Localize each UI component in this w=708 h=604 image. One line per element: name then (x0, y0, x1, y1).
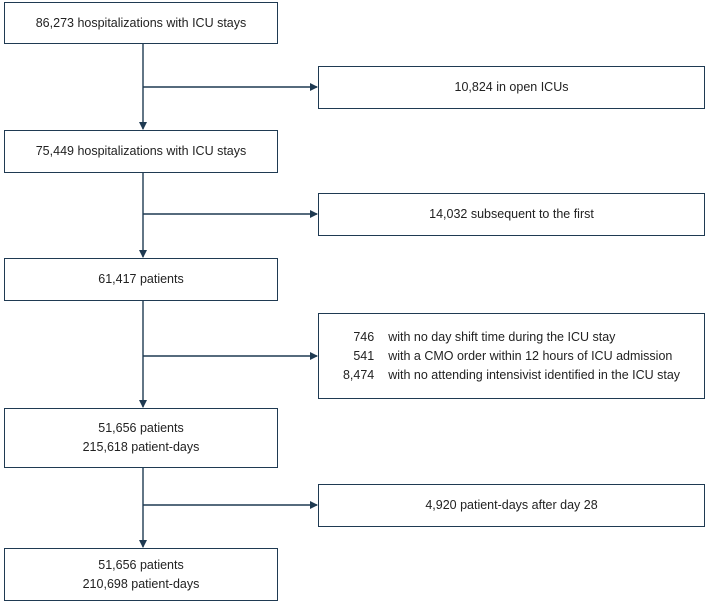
box-excluded-criteria: 746 with no day shift time during the IC… (318, 313, 705, 399)
box-hospitalizations-all: 86,273 hospitalizations with ICU stays (4, 2, 278, 44)
exclusion-reason: with no day shift time during the ICU st… (388, 329, 616, 344)
exclusion-reason: with no attending intensivist identified… (388, 367, 681, 382)
box-hospitalizations-closed: 75,449 hospitalizations with ICU stays (4, 130, 278, 173)
exclusion-list: 746 with no day shift time during the IC… (343, 328, 680, 385)
box-patients-final: 51,656 patients 210,698 patient-days (4, 548, 278, 601)
box-patients-analytic: 51,656 patients 215,618 patient-days (4, 408, 278, 468)
box-label-patient-days: 210,698 patient-days (82, 576, 200, 591)
exclusion-reason: with a CMO order within 12 hours of ICU … (388, 348, 673, 363)
box-label-patients: 51,656 patients (98, 421, 184, 435)
exclusion-count: 8,474 (342, 367, 375, 382)
box-label: 75,449 hospitalizations with ICU stays (35, 144, 247, 158)
exclusion-count: 541 (353, 348, 375, 363)
box-label: 10,824 in open ICUs (454, 80, 569, 94)
exclusion-count: 746 (353, 329, 375, 344)
box-excluded-subsequent: 14,032 subsequent to the first (318, 193, 705, 236)
box-label: 14,032 subsequent to the first (429, 207, 594, 221)
box-excluded-after-day28: 4,920 patient-days after day 28 (318, 484, 705, 527)
box-label: 4,920 patient-days after day 28 (425, 498, 598, 512)
box-label: 61,417 patients (98, 272, 184, 286)
box-label-patients: 51,656 patients (98, 557, 184, 572)
box-excluded-open-icus: 10,824 in open ICUs (318, 66, 705, 109)
box-label: 86,273 hospitalizations with ICU stays (35, 15, 247, 30)
box-patients-first: 61,417 patients (4, 258, 278, 301)
box-label-patient-days: 215,618 patient-days (82, 440, 200, 454)
